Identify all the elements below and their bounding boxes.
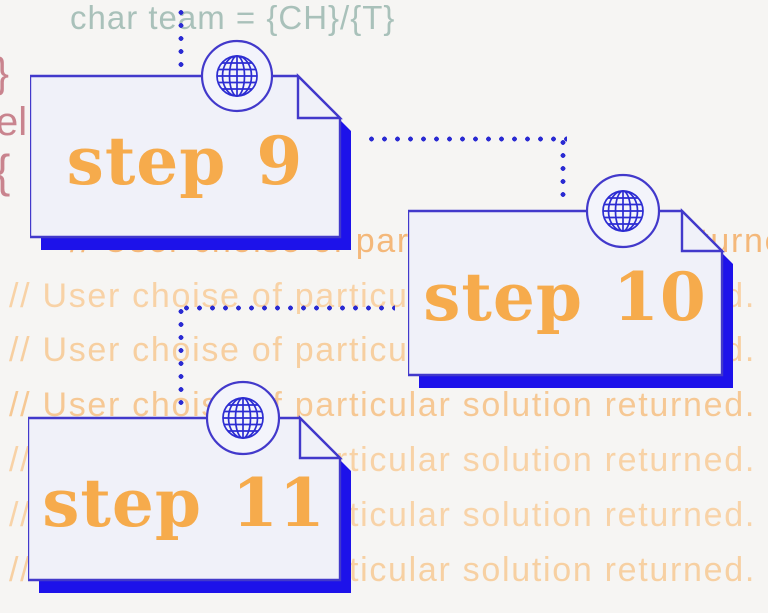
connector-step9-to-step10-horizontal: [365, 136, 567, 142]
globe-icon: [205, 380, 281, 456]
code-fragment: {: [0, 148, 10, 194]
folded-corner: [680, 208, 725, 253]
card-shape: [408, 209, 724, 377]
code-line-char-team: char team = {CH}/{T}: [70, 0, 396, 36]
folded-corner: [298, 415, 343, 460]
connector-step9-to-step10-vertical: [560, 136, 566, 204]
globe-icon: [585, 173, 661, 249]
connector-step10-to-step11-horizontal: [180, 305, 395, 311]
card-shape: [28, 416, 342, 582]
connector-code-to-step9: [178, 6, 184, 70]
card-shape: [30, 74, 342, 239]
connector-step10-to-step11-vertical: [178, 305, 184, 406]
code-fragment: }: [0, 52, 9, 94]
folded-corner: [296, 73, 343, 120]
code-fragment: el: [0, 100, 28, 144]
step-card-10: [408, 171, 735, 390]
step-card-11: [28, 378, 353, 595]
step-card-9: [30, 36, 353, 252]
globe-icon: [200, 39, 274, 113]
